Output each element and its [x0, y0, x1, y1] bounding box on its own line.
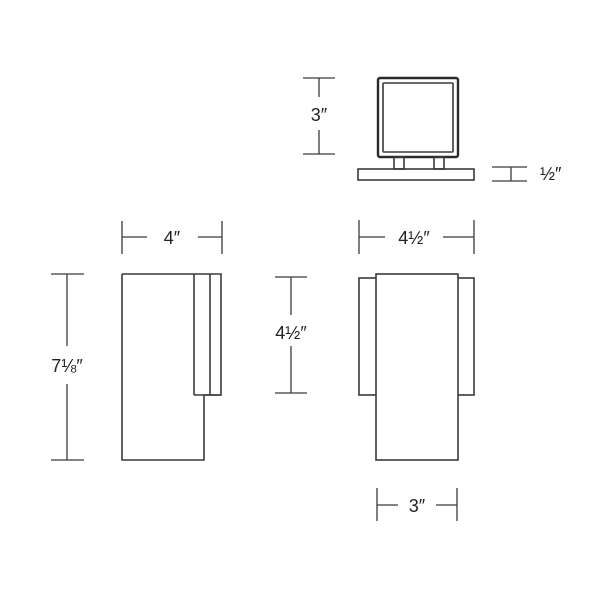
dim-front-width: 4½″: [358, 220, 475, 254]
dim-bottom-width-label: 3″: [409, 496, 426, 516]
dim-glass-height-label: 4½″: [275, 323, 307, 343]
top-view-fixture-inner: [382, 82, 454, 153]
dim-top-height: 3″: [303, 77, 335, 155]
top-view-stem-left: [393, 156, 405, 170]
dim-side-width-label: 4″: [164, 228, 181, 248]
side-view: [121, 273, 222, 461]
dim-glass-height: 4½″: [275, 276, 307, 394]
side-view-body: [121, 273, 222, 461]
dim-top-height-label: 3″: [311, 105, 328, 125]
front-view: [358, 273, 475, 461]
dim-side-width: 4″: [121, 221, 223, 254]
top-view-fixture: [376, 76, 460, 159]
dim-base-thickness-label: ½″: [540, 164, 562, 184]
top-view-mounting-plate: [357, 168, 475, 181]
top-view-stem-right: [433, 156, 445, 170]
dim-front-width-label: 4½″: [398, 228, 430, 248]
dim-bottom-width: 3″: [376, 488, 458, 521]
dim-base-thickness: ½″: [492, 164, 562, 184]
dim-overall-height-label: 7⅛″: [51, 356, 83, 376]
dim-overall-height: 7⅛″: [51, 273, 84, 461]
top-view: [357, 76, 475, 181]
front-view-glass: [375, 273, 459, 461]
